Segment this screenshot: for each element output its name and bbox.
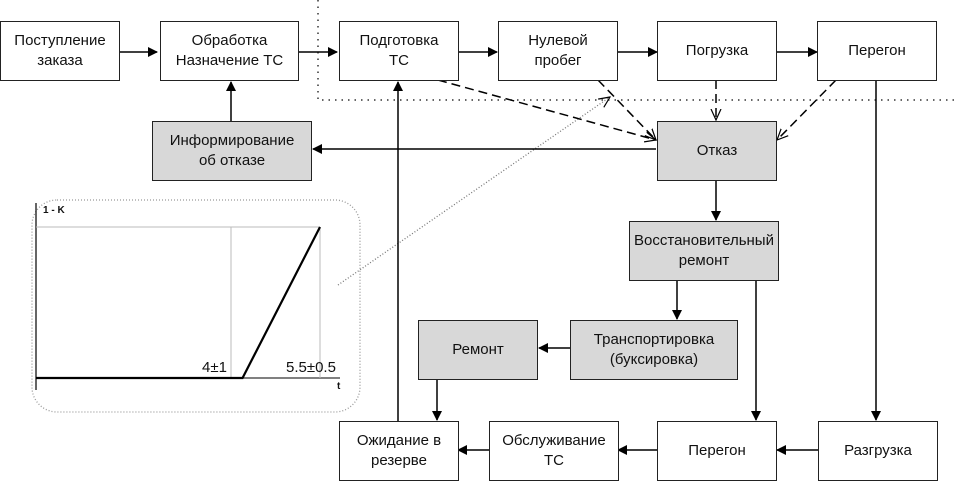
box-reserve[interactable]: Ожидание в резерве (339, 421, 459, 481)
annotation-2: 5.5±0.5 (286, 359, 336, 376)
annotation-1: 4±1 (202, 359, 227, 376)
chart-callout (31, 199, 361, 413)
chart-xlabel: t (337, 381, 341, 392)
box-restore[interactable]: Восстановительный ремонт (629, 221, 779, 281)
box-transport[interactable]: Транспортировка (буксировка) (570, 320, 738, 380)
box-service[interactable]: Обслуживание ТС (489, 421, 619, 481)
box-run-bottom[interactable]: Перегон (657, 421, 777, 481)
box-order[interactable]: Поступление заказа (0, 21, 120, 81)
group-region (317, 0, 957, 101)
box-failure[interactable]: Отказ (657, 121, 777, 181)
inset-chart (35, 203, 340, 390)
chart-ylabel: 1 - K (43, 205, 65, 216)
box-zero-run[interactable]: Нулевой пробег (498, 21, 618, 81)
box-run-top[interactable]: Перегон (817, 21, 937, 81)
box-inform[interactable]: Информирование об отказе (152, 121, 312, 181)
box-prep[interactable]: Подготовка ТС (339, 21, 459, 81)
box-unloading[interactable]: Разгрузка (818, 421, 938, 481)
box-repair[interactable]: Ремонт (418, 320, 538, 380)
box-processing[interactable]: Обработка Назначение ТС (160, 21, 299, 81)
series-line (36, 226, 321, 380)
box-loading[interactable]: Погрузка (657, 21, 777, 81)
